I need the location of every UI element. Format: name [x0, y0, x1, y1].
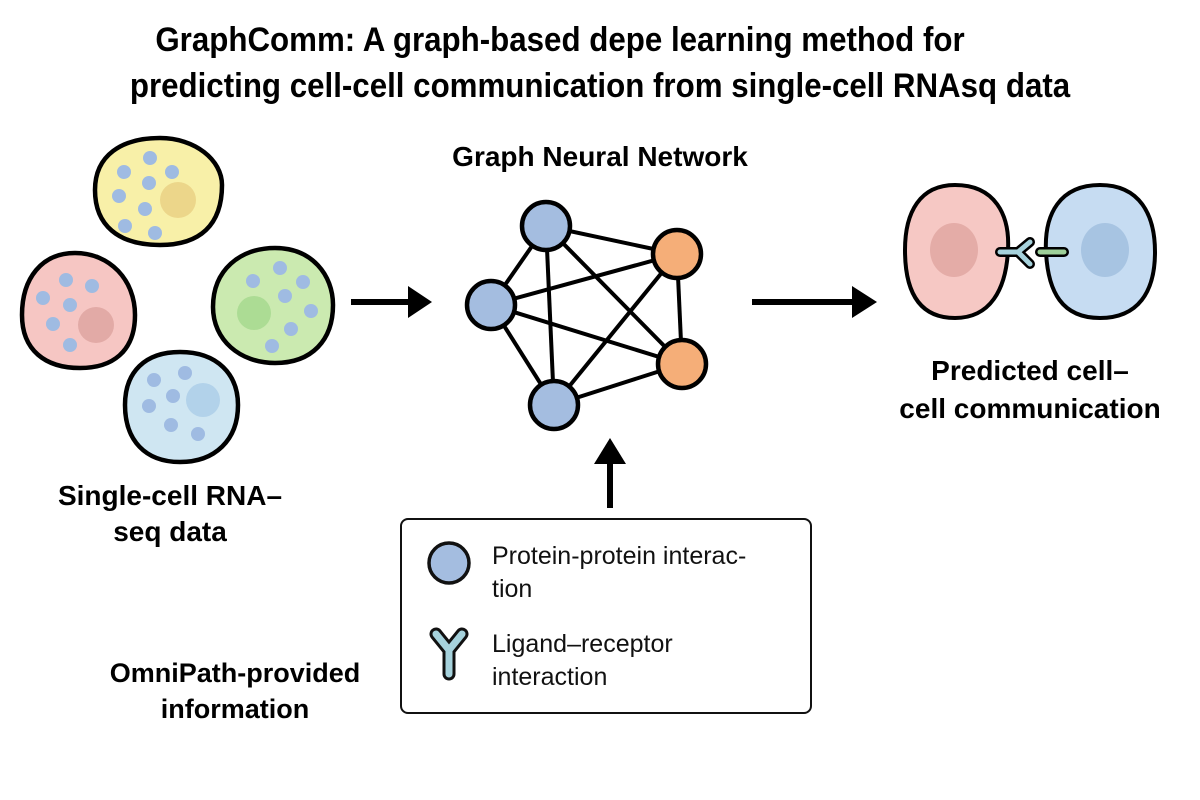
yellow-cell	[92, 135, 225, 248]
vesicle-dot	[46, 317, 60, 331]
pink-cell	[19, 250, 138, 371]
cell-membrane	[19, 250, 138, 371]
gnn-node-orange	[655, 337, 709, 391]
vesicle-dot	[164, 418, 178, 432]
graph-neural-network	[464, 199, 709, 432]
vesicle-dot	[36, 291, 50, 305]
vesicle-dot	[85, 279, 99, 293]
vesicle-dot	[117, 165, 131, 179]
nucleus	[237, 296, 271, 330]
vesicle-dot	[147, 373, 161, 387]
cell-membrane	[92, 135, 225, 248]
gnn-edge	[544, 224, 684, 366]
vesicle-dot	[142, 399, 156, 413]
receptor-y-icon	[429, 627, 469, 681]
nucleus	[78, 307, 114, 343]
vesicle-dot	[59, 273, 73, 287]
vesicle-dot	[284, 322, 298, 336]
nucleus	[160, 182, 196, 218]
vesicle-dot	[112, 189, 126, 203]
blue-cell	[122, 349, 241, 465]
output-label: Predicted cell– cell communication	[860, 352, 1200, 428]
vesicle-dot	[143, 151, 157, 165]
vesicle-dot	[138, 202, 152, 216]
prior-label: OmniPath-provided information	[70, 655, 400, 727]
input-label: Single-cell RNA– seq data	[20, 478, 320, 550]
gnn-edge	[552, 252, 679, 407]
legend-item-ppi: Protein-protein interac- tion	[492, 542, 747, 603]
input-label-line-1: Single-cell RNA–	[57, 480, 283, 511]
receptor-icon	[995, 237, 1035, 269]
vesicle-dot	[304, 304, 318, 318]
title-line-1: GraphComm: A graph-based depe learning m…	[155, 21, 965, 59]
gnn-edge	[490, 303, 683, 366]
input-cells-group	[19, 135, 336, 465]
vesicle-dot	[165, 165, 179, 179]
prior-label-line-1: OmniPath-provided	[109, 658, 361, 688]
gnn-label: Graph Neural Network	[452, 141, 748, 172]
gnn-node-blue	[519, 199, 573, 253]
arrow-up-icon	[594, 438, 626, 508]
vesicle-dot	[166, 389, 180, 403]
nucleus	[186, 383, 220, 417]
nucleus	[930, 223, 978, 277]
output-label-line-2: cell communication	[899, 393, 1161, 424]
vesicle-dot	[278, 289, 292, 303]
gnn-node-blue	[527, 378, 581, 432]
gnn-edge	[490, 252, 678, 307]
vesicle-dot	[63, 298, 77, 312]
legend-item-lr: Ligand–receptor interaction	[492, 630, 673, 691]
circle-node-icon	[427, 541, 471, 585]
sender-cell	[902, 182, 1011, 321]
vesicle-dot	[191, 427, 205, 441]
vesicle-dot	[118, 219, 132, 233]
vesicle-dot	[273, 261, 287, 275]
nucleus	[1081, 223, 1129, 277]
prior-label-line-2: information	[160, 694, 310, 724]
vesicle-dot	[265, 339, 279, 353]
vesicle-dot	[296, 275, 310, 289]
legend-box: Protein-protein interac- tion Ligand–rec…	[400, 518, 812, 714]
green-cell	[210, 245, 336, 366]
input-label-line-2: seq data	[113, 516, 227, 547]
vesicle-dot	[246, 274, 260, 288]
output-cells	[902, 182, 1158, 321]
arrow-right-icon	[351, 286, 432, 318]
arrow-right-icon	[752, 286, 877, 318]
vesicle-dot	[178, 366, 192, 380]
title-line-2: predicting cell-cell communication from …	[129, 67, 1071, 105]
receiver-cell	[1043, 182, 1158, 321]
gnn-edge	[544, 225, 556, 406]
vesicle-dot	[142, 176, 156, 190]
gnn-node-blue	[464, 278, 518, 332]
output-label-line-1: Predicted cell–	[931, 355, 1129, 386]
gnn-node-orange	[650, 227, 704, 281]
vesicle-dot	[63, 338, 77, 352]
vesicle-dot	[148, 226, 162, 240]
